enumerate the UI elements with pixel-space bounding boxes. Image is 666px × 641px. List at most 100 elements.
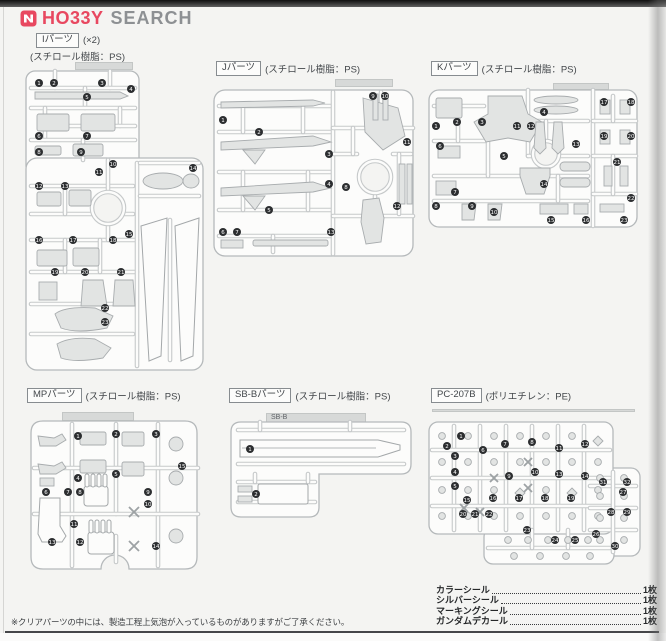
svg-text:2: 2 xyxy=(257,130,261,136)
accessory-name: マーキングシール xyxy=(436,605,508,616)
page-right-edge xyxy=(648,0,666,641)
svg-text:18: 18 xyxy=(628,100,635,106)
panel-label-pc: PC-207B(ポリエチレン：PE) xyxy=(431,388,571,403)
accessory-name: シルバーシール xyxy=(436,595,499,605)
svg-text:13: 13 xyxy=(556,472,563,478)
svg-text:9: 9 xyxy=(146,490,150,496)
svg-text:10: 10 xyxy=(145,502,152,508)
svg-text:6: 6 xyxy=(481,448,485,454)
svg-text:1: 1 xyxy=(76,434,80,440)
svg-text:23: 23 xyxy=(524,528,531,534)
svg-text:25: 25 xyxy=(572,538,579,544)
svg-text:19: 19 xyxy=(601,134,608,140)
svg-text:15: 15 xyxy=(126,232,133,238)
svg-text:10: 10 xyxy=(532,470,539,476)
leader-dots xyxy=(500,603,641,604)
svg-text:3: 3 xyxy=(154,432,158,438)
svg-text:2: 2 xyxy=(52,81,56,87)
svg-text:8: 8 xyxy=(78,490,82,496)
svg-text:1: 1 xyxy=(221,118,225,124)
svg-text:6: 6 xyxy=(44,490,48,496)
runner-sbb-molded-tag-text: SB-B xyxy=(271,414,288,421)
panel-label-k: Kパーツ(スチロール樹脂：PS) xyxy=(431,61,577,76)
svg-text:5: 5 xyxy=(453,484,457,490)
svg-text:10: 10 xyxy=(491,210,498,216)
svg-text:16: 16 xyxy=(490,496,497,502)
page-bottom-margin xyxy=(0,633,666,641)
svg-text:20: 20 xyxy=(82,270,89,276)
svg-text:3: 3 xyxy=(453,454,457,460)
svg-text:9: 9 xyxy=(507,474,511,480)
runner-mp-label-box: MPパーツ xyxy=(27,388,82,403)
svg-text:5: 5 xyxy=(267,208,271,214)
panel-label-i: Iパーツ(×2) xyxy=(36,33,100,48)
runner-j-material: (スチロール樹脂：PS) xyxy=(265,64,361,76)
svg-text:15: 15 xyxy=(548,218,555,224)
runner-sbb-material: (スチロール樹脂：PS) xyxy=(295,391,391,403)
accessory-name: カラーシール xyxy=(436,584,490,595)
svg-text:14: 14 xyxy=(190,166,197,172)
svg-text:27: 27 xyxy=(620,490,627,496)
svg-text:13: 13 xyxy=(62,184,69,190)
svg-text:11: 11 xyxy=(514,124,521,130)
svg-text:2: 2 xyxy=(114,432,118,438)
accessory-qty: 1枚 xyxy=(643,604,657,617)
runner-k-material: (スチロール樹脂：PS) xyxy=(481,64,577,76)
svg-text:7: 7 xyxy=(235,230,239,236)
svg-text:4: 4 xyxy=(453,470,457,476)
runner-pc-label-box: PC-207B xyxy=(431,388,482,403)
svg-text:16: 16 xyxy=(36,238,43,244)
runner-sbb: 12 xyxy=(230,419,412,518)
svg-text:4: 4 xyxy=(327,182,331,188)
svg-text:7: 7 xyxy=(453,190,457,196)
svg-text:17: 17 xyxy=(70,238,77,244)
svg-text:14: 14 xyxy=(541,182,548,188)
bottom-rule xyxy=(5,631,659,633)
svg-text:26: 26 xyxy=(593,532,600,538)
svg-text:22: 22 xyxy=(486,512,493,518)
svg-text:29: 29 xyxy=(624,510,631,516)
runner-j-label-box: Jパーツ xyxy=(216,61,262,76)
accessory-row: マーキングシール 1枚 xyxy=(436,606,657,617)
svg-text:13: 13 xyxy=(328,230,335,236)
svg-text:22: 22 xyxy=(628,196,635,202)
svg-text:3: 3 xyxy=(327,152,331,158)
svg-text:16: 16 xyxy=(583,218,590,224)
runner-mp-material: (スチロール樹脂：PS) xyxy=(85,391,181,403)
accessory-row: シルバーシール 1枚 xyxy=(436,593,657,607)
svg-text:13: 13 xyxy=(49,540,56,546)
runner-i-multiplier: (×2) xyxy=(82,35,101,46)
svg-text:21: 21 xyxy=(118,270,125,276)
svg-text:28: 28 xyxy=(608,510,615,516)
svg-text:4: 4 xyxy=(76,476,80,482)
svg-text:12: 12 xyxy=(36,184,43,190)
svg-text:11: 11 xyxy=(556,446,563,452)
svg-text:18: 18 xyxy=(110,238,117,244)
runner-sbb-label-box: SB-Bパーツ xyxy=(229,388,292,403)
runner-k-label-box: Kパーツ xyxy=(431,61,478,76)
svg-text:3: 3 xyxy=(100,81,104,87)
svg-text:6: 6 xyxy=(438,144,442,150)
leader-dots xyxy=(510,624,641,625)
svg-text:1: 1 xyxy=(248,447,252,453)
hobby-search-logo: HO33Y SEARCH xyxy=(20,8,193,28)
svg-text:31: 31 xyxy=(600,480,607,486)
panel-label-sbb: SB-Bパーツ(スチロール樹脂：PS) xyxy=(229,388,391,403)
svg-text:23: 23 xyxy=(102,320,109,326)
brand-name-search: SEARCH xyxy=(110,8,193,28)
svg-text:15: 15 xyxy=(179,464,186,470)
accessory-qty: 1枚 xyxy=(643,614,657,627)
svg-text:1: 1 xyxy=(459,434,463,440)
accessory-qty: 1枚 xyxy=(643,593,657,606)
svg-text:5: 5 xyxy=(114,472,118,478)
svg-text:5: 5 xyxy=(502,154,506,160)
svg-text:2: 2 xyxy=(455,120,459,126)
brand-name-hobby: HO33Y xyxy=(42,8,104,28)
runner-pc-molded-strip xyxy=(432,409,635,412)
svg-text:17: 17 xyxy=(601,100,608,106)
svg-text:10: 10 xyxy=(110,162,117,168)
